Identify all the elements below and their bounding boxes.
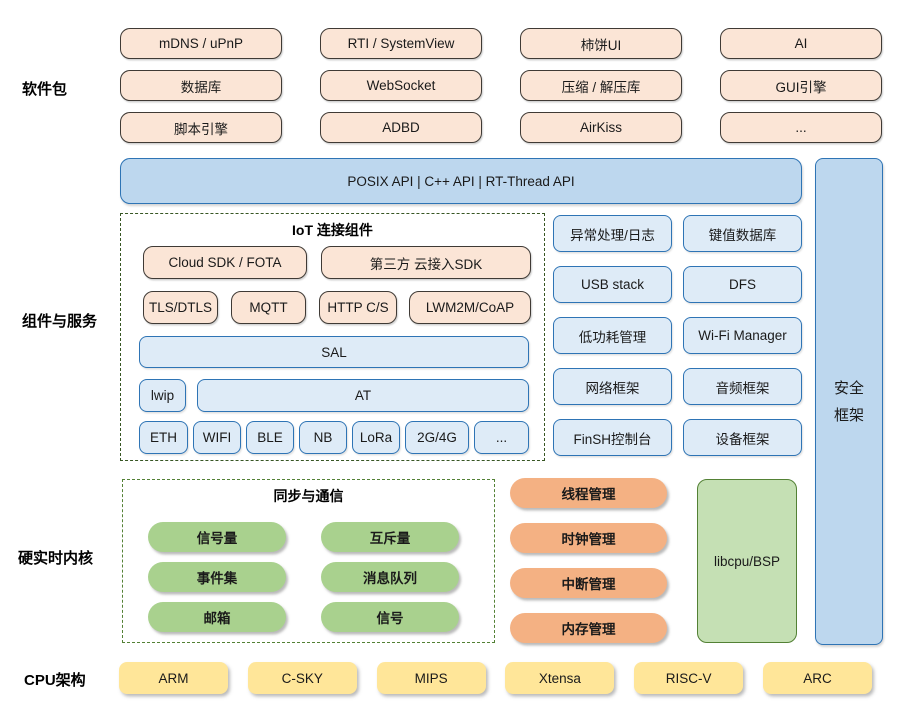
iot-protocol-box: HTTP C/S bbox=[319, 291, 397, 324]
package-box: WebSocket bbox=[320, 70, 482, 101]
sal-layer-box: SAL bbox=[139, 336, 529, 368]
api-layer-bar: POSIX API | C++ API | RT-Thread API bbox=[120, 158, 802, 204]
libcpu-bsp-box: libcpu/BSP bbox=[697, 479, 797, 643]
iot-components-title: IoT 连接组件 bbox=[292, 222, 373, 238]
kernel-item: 时钟管理 bbox=[510, 523, 667, 553]
kernel-item: 线程管理 bbox=[510, 478, 667, 508]
label-realtime-kernel: 硬实时内核 bbox=[18, 550, 94, 567]
iot-sdk-box: Cloud SDK / FOTA bbox=[143, 246, 307, 279]
sync-item: 信号 bbox=[321, 602, 459, 632]
sync-communication-group: 同步与通信 信号量 互斥量 事件集 消息队列 邮箱 信号 bbox=[122, 479, 495, 643]
iot-protocol-box: LWM2M/CoAP bbox=[409, 291, 531, 324]
iot-protocol-box: TLS/DTLS bbox=[143, 291, 218, 324]
package-box: ... bbox=[720, 112, 882, 143]
sync-items-grid: 信号量 互斥量 事件集 消息队列 邮箱 信号 bbox=[148, 522, 459, 632]
package-box: RTI / SystemView bbox=[320, 28, 482, 59]
security-framework-line: 框架 bbox=[833, 406, 864, 424]
service-box: 低功耗管理 bbox=[553, 317, 672, 354]
label-cpu-arch: CPU架构 bbox=[24, 672, 86, 689]
security-framework-bar: 安全 框架 bbox=[815, 158, 883, 645]
sync-communication-title: 同步与通信 bbox=[273, 488, 344, 504]
package-box: AI bbox=[720, 28, 882, 59]
lwip-box: lwip bbox=[139, 379, 186, 412]
package-box: 柿饼UI bbox=[520, 28, 682, 59]
iot-protocol-box: MQTT bbox=[231, 291, 306, 324]
link-layer-box: LoRa bbox=[352, 421, 400, 454]
label-software-packages: 软件包 bbox=[22, 81, 68, 98]
package-box: AirKiss bbox=[520, 112, 682, 143]
sync-item: 信号量 bbox=[148, 522, 286, 552]
cpu-architecture-row: ARM C-SKY MIPS Xtensa RISC-V ARC bbox=[119, 662, 872, 694]
package-box: GUI引擎 bbox=[720, 70, 882, 101]
cpu-arch-box: MIPS bbox=[376, 662, 486, 694]
iot-components-group: IoT 连接组件 Cloud SDK / FOTA 第三方 云接入SDK TLS… bbox=[120, 213, 545, 461]
kernel-management-column: 线程管理 时钟管理 中断管理 内存管理 bbox=[510, 478, 667, 643]
sync-item: 消息队列 bbox=[321, 562, 459, 592]
link-layer-box: ETH bbox=[139, 421, 188, 454]
sync-item: 互斥量 bbox=[321, 522, 459, 552]
software-packages-grid: mDNS / uPnP RTI / SystemView 柿饼UI AI 数据库… bbox=[120, 28, 882, 143]
service-box: USB stack bbox=[553, 266, 672, 303]
sync-item: 事件集 bbox=[148, 562, 286, 592]
sync-item: 邮箱 bbox=[148, 602, 286, 632]
kernel-item: 内存管理 bbox=[510, 613, 667, 643]
link-layer-box: ... bbox=[474, 421, 529, 454]
at-layer-box: AT bbox=[197, 379, 529, 412]
cpu-arch-box: ARC bbox=[762, 662, 872, 694]
package-box: 脚本引擎 bbox=[120, 112, 282, 143]
package-box: ADBD bbox=[320, 112, 482, 143]
service-box: 设备框架 bbox=[683, 419, 802, 456]
service-box: 键值数据库 bbox=[683, 215, 802, 252]
service-box: 音频框架 bbox=[683, 368, 802, 405]
package-box: mDNS / uPnP bbox=[120, 28, 282, 59]
cpu-arch-box: Xtensa bbox=[505, 662, 615, 694]
service-box: FinSH控制台 bbox=[553, 419, 672, 456]
link-layer-box: 2G/4G bbox=[405, 421, 469, 454]
cpu-arch-box: RISC-V bbox=[634, 662, 744, 694]
service-box: DFS bbox=[683, 266, 802, 303]
service-box: Wi-Fi Manager bbox=[683, 317, 802, 354]
cpu-arch-box: C-SKY bbox=[247, 662, 357, 694]
package-box: 数据库 bbox=[120, 70, 282, 101]
security-framework-line: 安全 bbox=[833, 379, 864, 397]
iot-sdk-box: 第三方 云接入SDK bbox=[321, 246, 531, 279]
package-box: 压缩 / 解压库 bbox=[520, 70, 682, 101]
link-layer-box: WIFI bbox=[193, 421, 241, 454]
link-layer-box: BLE bbox=[246, 421, 294, 454]
service-box: 网络框架 bbox=[553, 368, 672, 405]
service-box: 异常处理/日志 bbox=[553, 215, 672, 252]
label-components-services: 组件与服务 bbox=[22, 313, 98, 330]
link-layer-box: NB bbox=[299, 421, 347, 454]
cpu-arch-box: ARM bbox=[119, 662, 228, 694]
kernel-item: 中断管理 bbox=[510, 568, 667, 598]
services-grid: 异常处理/日志 键值数据库 USB stack DFS 低功耗管理 Wi-Fi … bbox=[553, 215, 802, 456]
